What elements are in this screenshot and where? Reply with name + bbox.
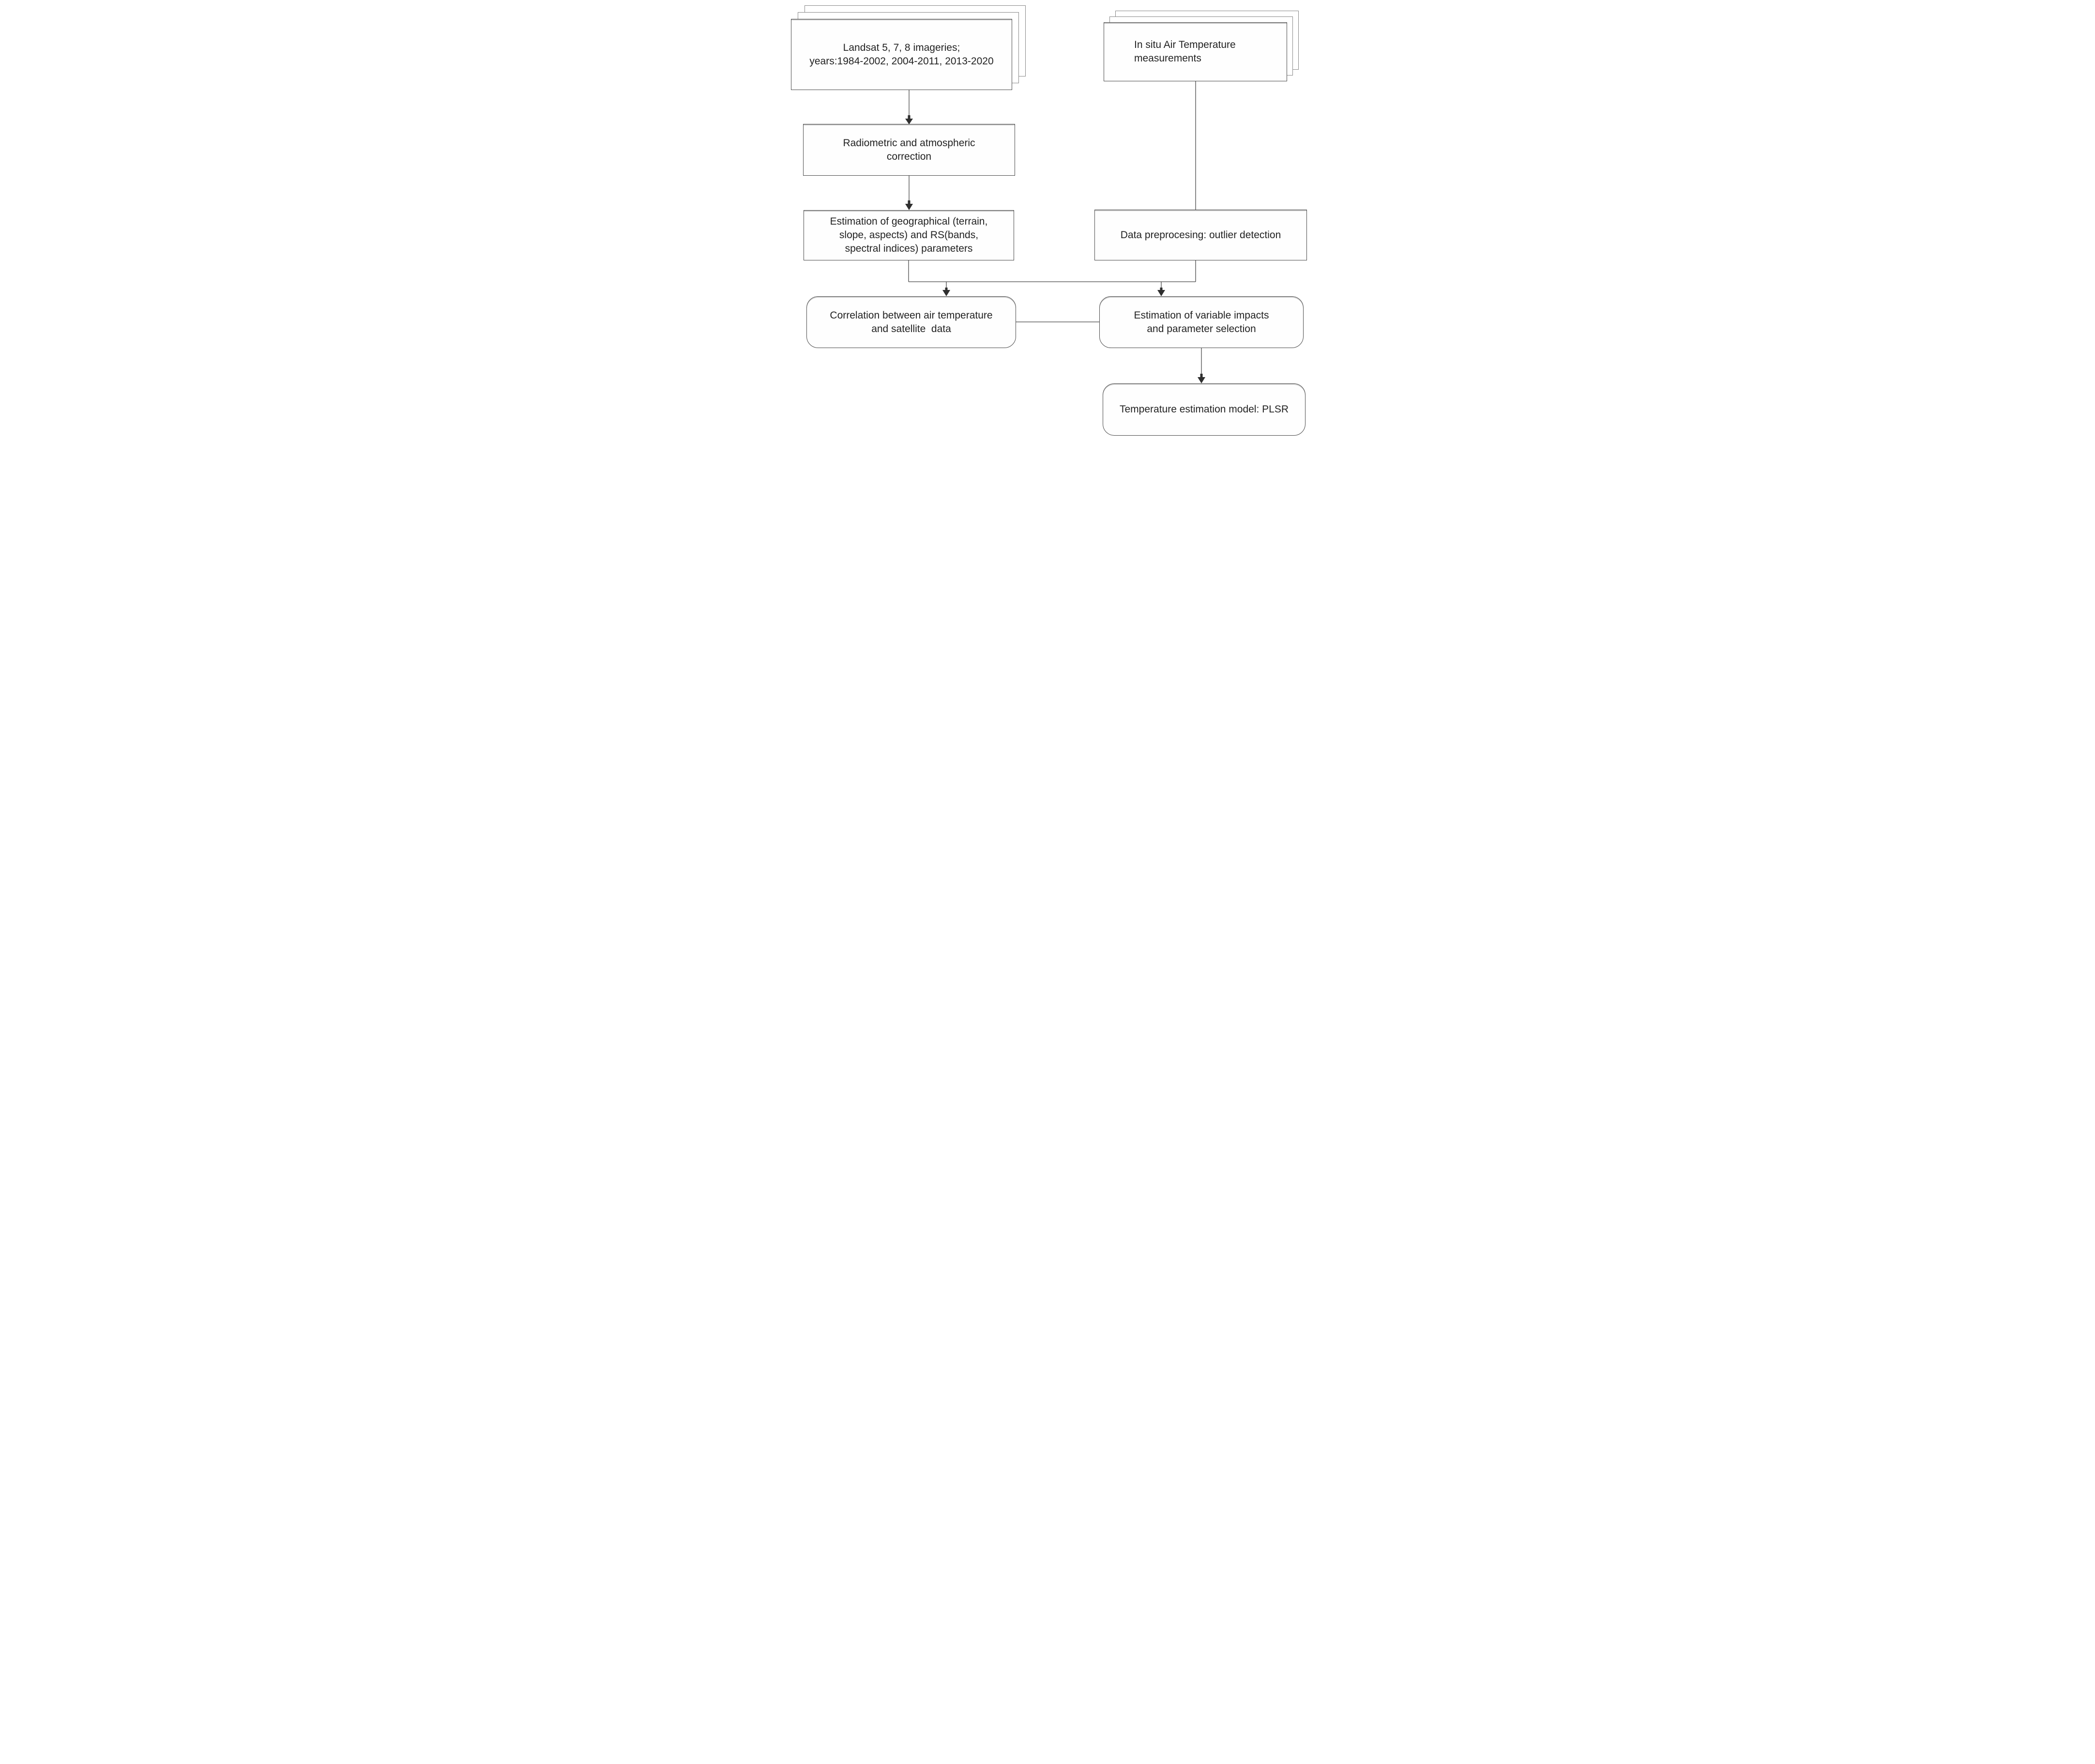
variable-impacts-selection-label: Estimation of variable impacts and param… — [1134, 309, 1269, 335]
node-data-preprocessing: Data preprocesing: outlier detection — [1094, 210, 1307, 260]
temperature-model-plsr-label: Temperature estimation model: PLSR — [1120, 404, 1289, 415]
edge-radiometric-estgeo — [905, 176, 913, 210]
landsat-imageries-label: Landsat 5, 7, 8 imageries; years:1984-20… — [809, 42, 994, 67]
arrowhead-down-icon — [905, 119, 913, 124]
arrowhead-down-icon — [1157, 290, 1165, 296]
node-radiometric-correction: Radiometric and atmospheric correction — [803, 124, 1015, 176]
edge-junction-varimpacts — [1157, 282, 1165, 296]
node-variable-impacts-selection: Estimation of variable impacts and param… — [1099, 296, 1304, 348]
edge-junction-correlation — [942, 282, 950, 296]
insitu-air-temperature-label: In situ Air Temperature measurements — [1134, 39, 1236, 64]
estimation-geographical-parameters-label: Estimation of geographical (terrain, slo… — [830, 216, 988, 254]
edge-varimpacts-plsr — [1198, 348, 1205, 383]
node-temperature-model-plsr: Temperature estimation model: PLSR — [1103, 383, 1306, 436]
node-insitu-air-temperature: In situ Air Temperature measurements — [1104, 22, 1287, 81]
arrowhead-down-icon — [1198, 377, 1205, 383]
node-landsat-imageries: Landsat 5, 7, 8 imageries; years:1984-20… — [791, 19, 1012, 90]
correlation-air-satellite-label: Correlation between air temperature and … — [830, 309, 993, 335]
node-correlation-air-satellite: Correlation between air temperature and … — [806, 296, 1016, 348]
arrowhead-down-icon — [942, 290, 950, 296]
flowchart-canvas: Landsat 5, 7, 8 imageries; years:1984-20… — [786, 0, 1309, 441]
radiometric-correction-label: Radiometric and atmospheric correction — [843, 137, 975, 162]
data-preprocessing-label: Data preprocesing: outlier detection — [1120, 229, 1281, 241]
connector-layer — [905, 81, 1205, 383]
node-estimation-geographical-parameters: Estimation of geographical (terrain, slo… — [804, 210, 1014, 260]
edge-landsat-radiometric — [905, 90, 913, 124]
arrowhead-down-icon — [905, 204, 913, 210]
